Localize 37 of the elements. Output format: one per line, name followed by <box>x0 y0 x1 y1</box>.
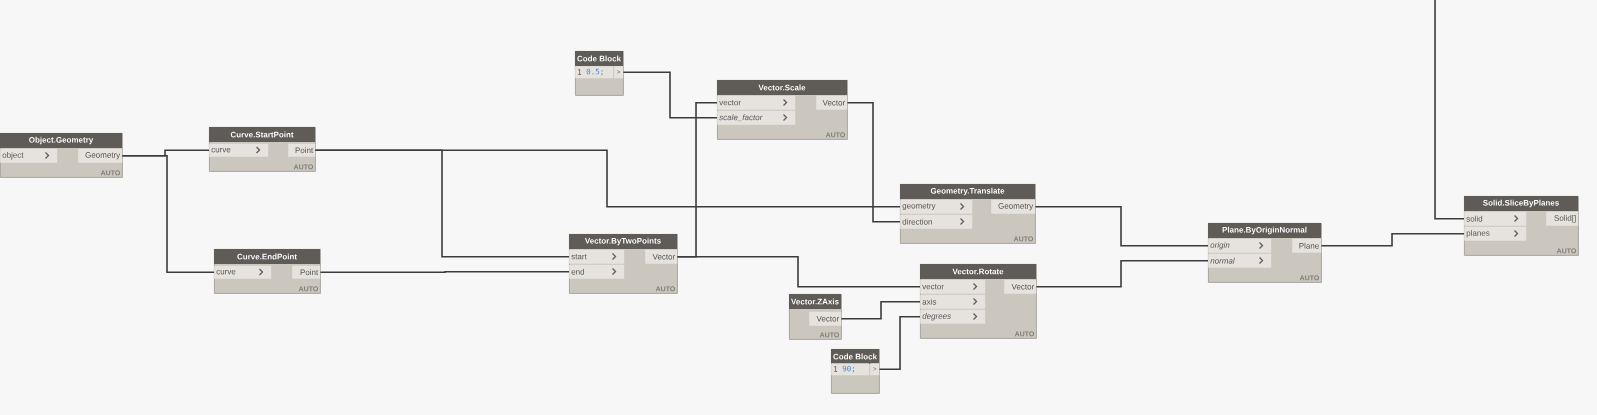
node-title: Code Block <box>577 55 621 62</box>
node-label: vector <box>922 284 944 290</box>
node-title: Object.Geometry <box>29 136 94 145</box>
node-label: scale_factor <box>719 114 763 122</box>
node-title: Vector.ZAxis <box>791 298 839 305</box>
wire <box>314 149 570 258</box>
node-label: solid <box>1466 215 1483 222</box>
wire <box>840 300 921 320</box>
wire <box>1035 259 1209 288</box>
node-title: Curve.StartPoint <box>230 131 294 138</box>
node-label: normal <box>1210 257 1235 264</box>
wire <box>319 270 570 273</box>
wire <box>878 315 921 370</box>
node-label: planes <box>1466 229 1490 238</box>
node-title: Vector.ByTwoPoints <box>584 237 661 246</box>
wire <box>1034 205 1209 247</box>
node-label: origin <box>1210 241 1230 250</box>
wire <box>846 101 901 223</box>
node-label: direction <box>902 218 932 225</box>
node-label: vector <box>719 100 741 106</box>
wire <box>1434 0 1465 220</box>
node-label: end <box>571 268 585 275</box>
node-label: axis <box>922 298 937 305</box>
node-title: Geometry.Translate <box>930 187 1005 196</box>
wire <box>676 255 921 288</box>
node-title: Plane.ByOriginNormal <box>1222 226 1307 235</box>
node-label: geometry <box>902 203 936 211</box>
node-label: degrees <box>922 312 951 321</box>
node-title: Vector.Rotate <box>952 268 1004 275</box>
node-title: Solid.SliceByPlanes <box>1483 199 1559 208</box>
node-title: Curve.EndPoint <box>237 253 297 260</box>
node-title: Code Block <box>833 353 877 360</box>
node-label: start <box>571 254 587 260</box>
wire <box>1320 232 1465 247</box>
node-title: Vector.Scale <box>758 84 806 91</box>
wire <box>121 154 215 273</box>
wire <box>622 71 718 119</box>
